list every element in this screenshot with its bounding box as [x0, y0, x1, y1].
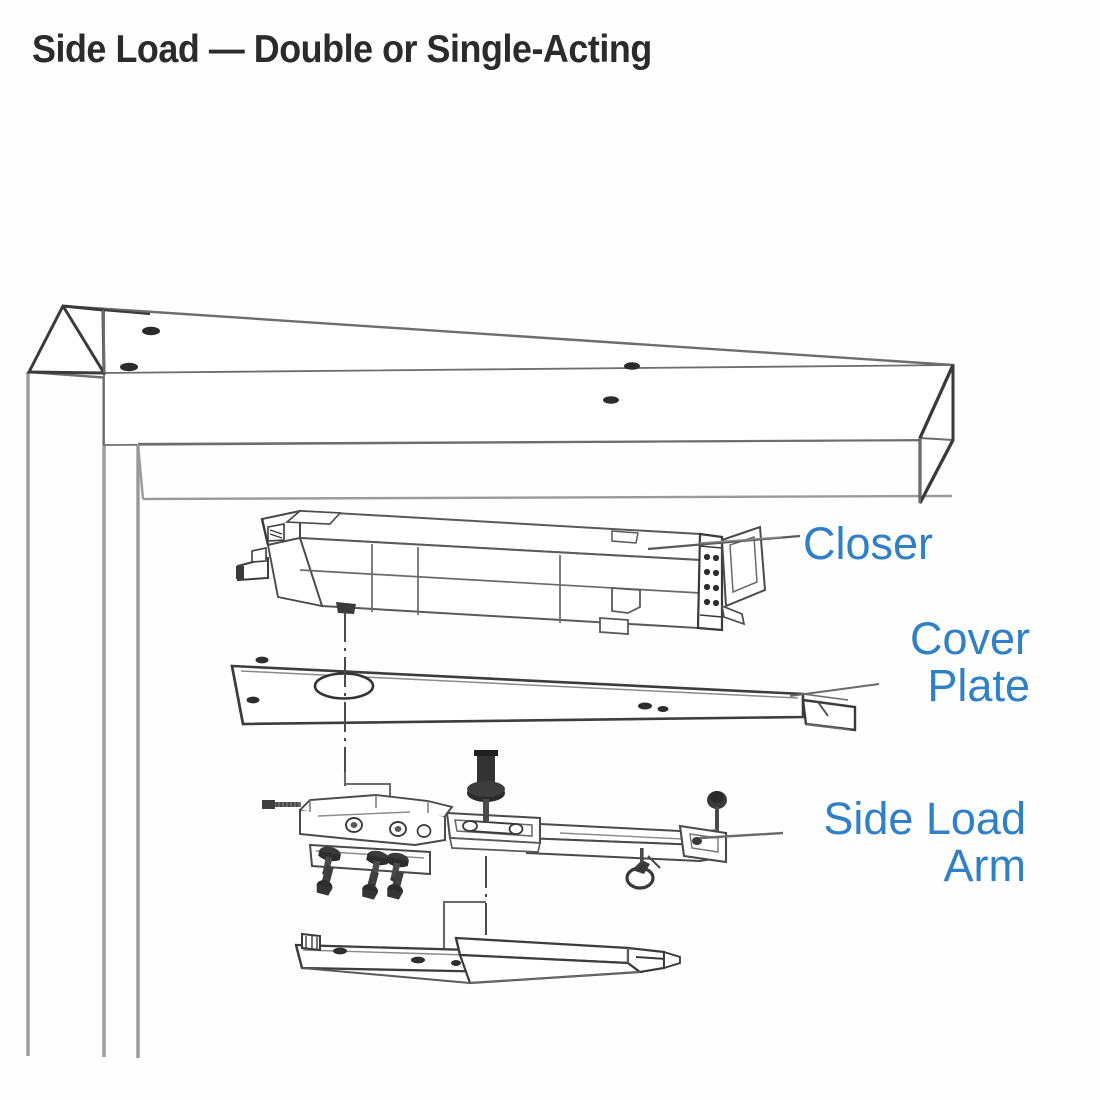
label-side-load-arm-line-2: Arm: [943, 840, 1027, 892]
label-closer: Closer: [803, 518, 934, 569]
label-cover-plate: Cover Plate: [880, 615, 1030, 710]
door-frame-header: [26, 304, 955, 504]
header-mounting-holes: [120, 326, 640, 404]
page-title: Side Load — Double or Single-Acting: [32, 28, 652, 71]
label-side-load-arm: Side Load Arm: [786, 795, 1026, 890]
cover-plate: [230, 656, 857, 732]
leader-line-side-load-arm: [699, 831, 784, 840]
leader-line-cover-plate: [789, 683, 880, 697]
label-side-load-arm-line-1: Side Load: [823, 793, 1026, 844]
closer-body: [236, 509, 767, 635]
leader-line-pivot-to-track: [442, 900, 486, 958]
label-cover-plate-line-2: Plate: [927, 660, 1030, 712]
arm-mounting-screws: [314, 844, 411, 900]
arm-pivot-pin: [467, 750, 505, 821]
arm-adjusting-screw: [261, 799, 302, 810]
side-load-arm: [261, 750, 728, 900]
label-cover-plate-line-1: Cover: [909, 613, 1030, 664]
arm-track: [294, 932, 681, 985]
door-frame-jamb: [26, 372, 140, 1058]
